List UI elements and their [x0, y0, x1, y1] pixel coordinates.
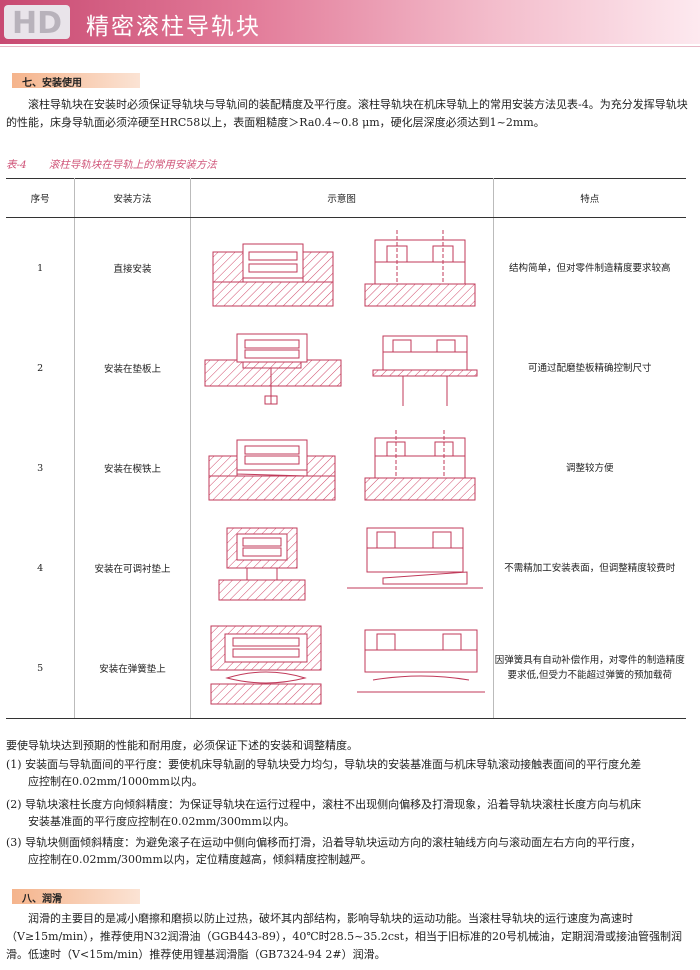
col-header: 序号 — [6, 178, 76, 218]
col-header: 安装方法 — [74, 178, 191, 218]
note-line: (2) 导轨块滚柱长度方向倾斜精度：为保证导轨块在运行过程中，滚柱不出现侧向偏移… — [6, 798, 642, 811]
hd-logo: HD — [4, 5, 70, 41]
row-diagram — [190, 618, 494, 719]
diagram-shim-plate-mount — [204, 333, 478, 406]
note-line: (3) 导轨块侧面倾斜精度：为避免滚子在运动中侧向偏移而打滑，沿着导轨块运动方向… — [6, 836, 642, 849]
row-method: 安装在可调衬垫上 — [74, 518, 191, 618]
section-title: 八、润滑 — [22, 894, 62, 905]
row-number: 3 — [6, 418, 76, 518]
svg-text:HD: HD — [12, 6, 62, 41]
diagram-adjustable-pad-mount — [218, 527, 483, 600]
note-line: 安装基准面的平行度应控制在0.02mm/300mm以内。 — [28, 815, 295, 828]
table-row: 2 安装在垫板上 可通过配磨垫板精确控制尺寸 — [6, 318, 686, 418]
table-caption-text: 滚柱导轨块在导轨上的常用安装方法 — [48, 159, 217, 171]
col-header: 示意图 — [190, 178, 494, 218]
note-line: 应控制在0.02mm/300mm以内，定位精度越高，倾斜精度控制越严。 — [28, 853, 372, 866]
table-row: 4 安装在可调衬垫上 不需精加工安装表面，但调整精度较费时 — [6, 518, 686, 618]
intro-paragraph: 滚柱导轨块在安装时必须保证导轨块与导轨间的装配精度及平行度。滚柱导轨块在机床导轨… — [6, 98, 688, 129]
notes-intro: 要使导轨块达到预期的性能和耐用度，必须保证下述的安装和调整精度。 — [6, 739, 358, 752]
section-bar — [12, 889, 140, 904]
table-header-row: 序号 安装方法 示意图 特点 — [6, 178, 686, 218]
diagram-direct-mount — [212, 229, 476, 306]
col-header: 特点 — [493, 178, 686, 218]
row-number: 5 — [6, 618, 76, 719]
note-line: (1) 安装面与导轨面间的平行度：要使机床导轨副的导轨块受力均匀，导轨块的安装基… — [6, 758, 642, 771]
section-bar — [12, 73, 140, 88]
lubrication-paragraph: 润滑的主要目的是减小磨擦和磨损以防止过热，破坏其内部结构，影响导轨块的运动功能。… — [6, 912, 683, 961]
row-number: 2 — [6, 318, 76, 418]
header-banner: HD 精密滚柱导轨块 — [0, 0, 700, 44]
diagram-spring-pad-mount — [210, 625, 485, 704]
row-feature: 不需精加工安装表面，但调整精度较费时 — [504, 562, 676, 574]
table-row: 3 安装在楔铁上 调整较方便 — [6, 418, 686, 518]
row-number: 4 — [6, 518, 76, 618]
row-feature: 调整较方便 — [566, 462, 614, 474]
note-item-2: (2) 导轨块滚柱长度方向倾斜精度：为保证导轨块在运行过程中，滚柱不出现侧向偏移… — [6, 796, 690, 830]
row-diagram — [190, 418, 494, 518]
row-method: 直接安装 — [74, 217, 191, 318]
note-item-1: (1) 安装面与导轨面间的平行度：要使机床导轨副的导轨块受力均匀，导轨块的安装基… — [6, 756, 690, 790]
diagram-wedge-mount — [208, 429, 476, 500]
row-diagram — [190, 318, 494, 418]
page-title: 精密滚柱导轨块 — [86, 14, 261, 40]
table-label: 表-4 — [6, 159, 27, 171]
row-number: 1 — [6, 217, 76, 318]
row-method: 安装在楔铁上 — [74, 418, 191, 518]
section-title: 七、安装使用 — [22, 78, 82, 89]
install-table: 序号 安装方法 示意图 特点 1 直接安装 — [6, 178, 686, 719]
table-row: 5 安装在弹簧垫上 因弹簧具有自动补偿作用，对零件的制造精度要求低,但受力不能超 — [6, 618, 686, 719]
row-method: 安装在弹簧垫上 — [74, 618, 191, 719]
row-method: 安装在垫板上 — [74, 318, 191, 418]
note-item-3: (3) 导轨块侧面倾斜精度：为避免滚子在运动中侧向偏移而打滑，沿着导轨块运动方向… — [6, 834, 690, 868]
row-feature: 可通过配磨垫板精确控制尺寸 — [528, 362, 652, 374]
row-feature: 结构简单，但对零件制造精度要求较高 — [509, 262, 671, 274]
header-rule — [0, 46, 700, 47]
table-row: 1 直接安装 结构简单，但对零件制造精度要求较高 — [6, 217, 686, 318]
note-line: 应控制在0.02mm/1000mm以内。 — [28, 775, 203, 788]
row-diagram — [190, 518, 494, 618]
table-caption: 表-4 滚柱导轨块在导轨上的常用安装方法 — [6, 157, 239, 172]
row-diagram — [190, 217, 494, 318]
row-feature: 因弹簧具有自动补偿作用，对零件的制造精度要求低,但受力不能超过弹簧的预加载荷 — [493, 618, 686, 719]
